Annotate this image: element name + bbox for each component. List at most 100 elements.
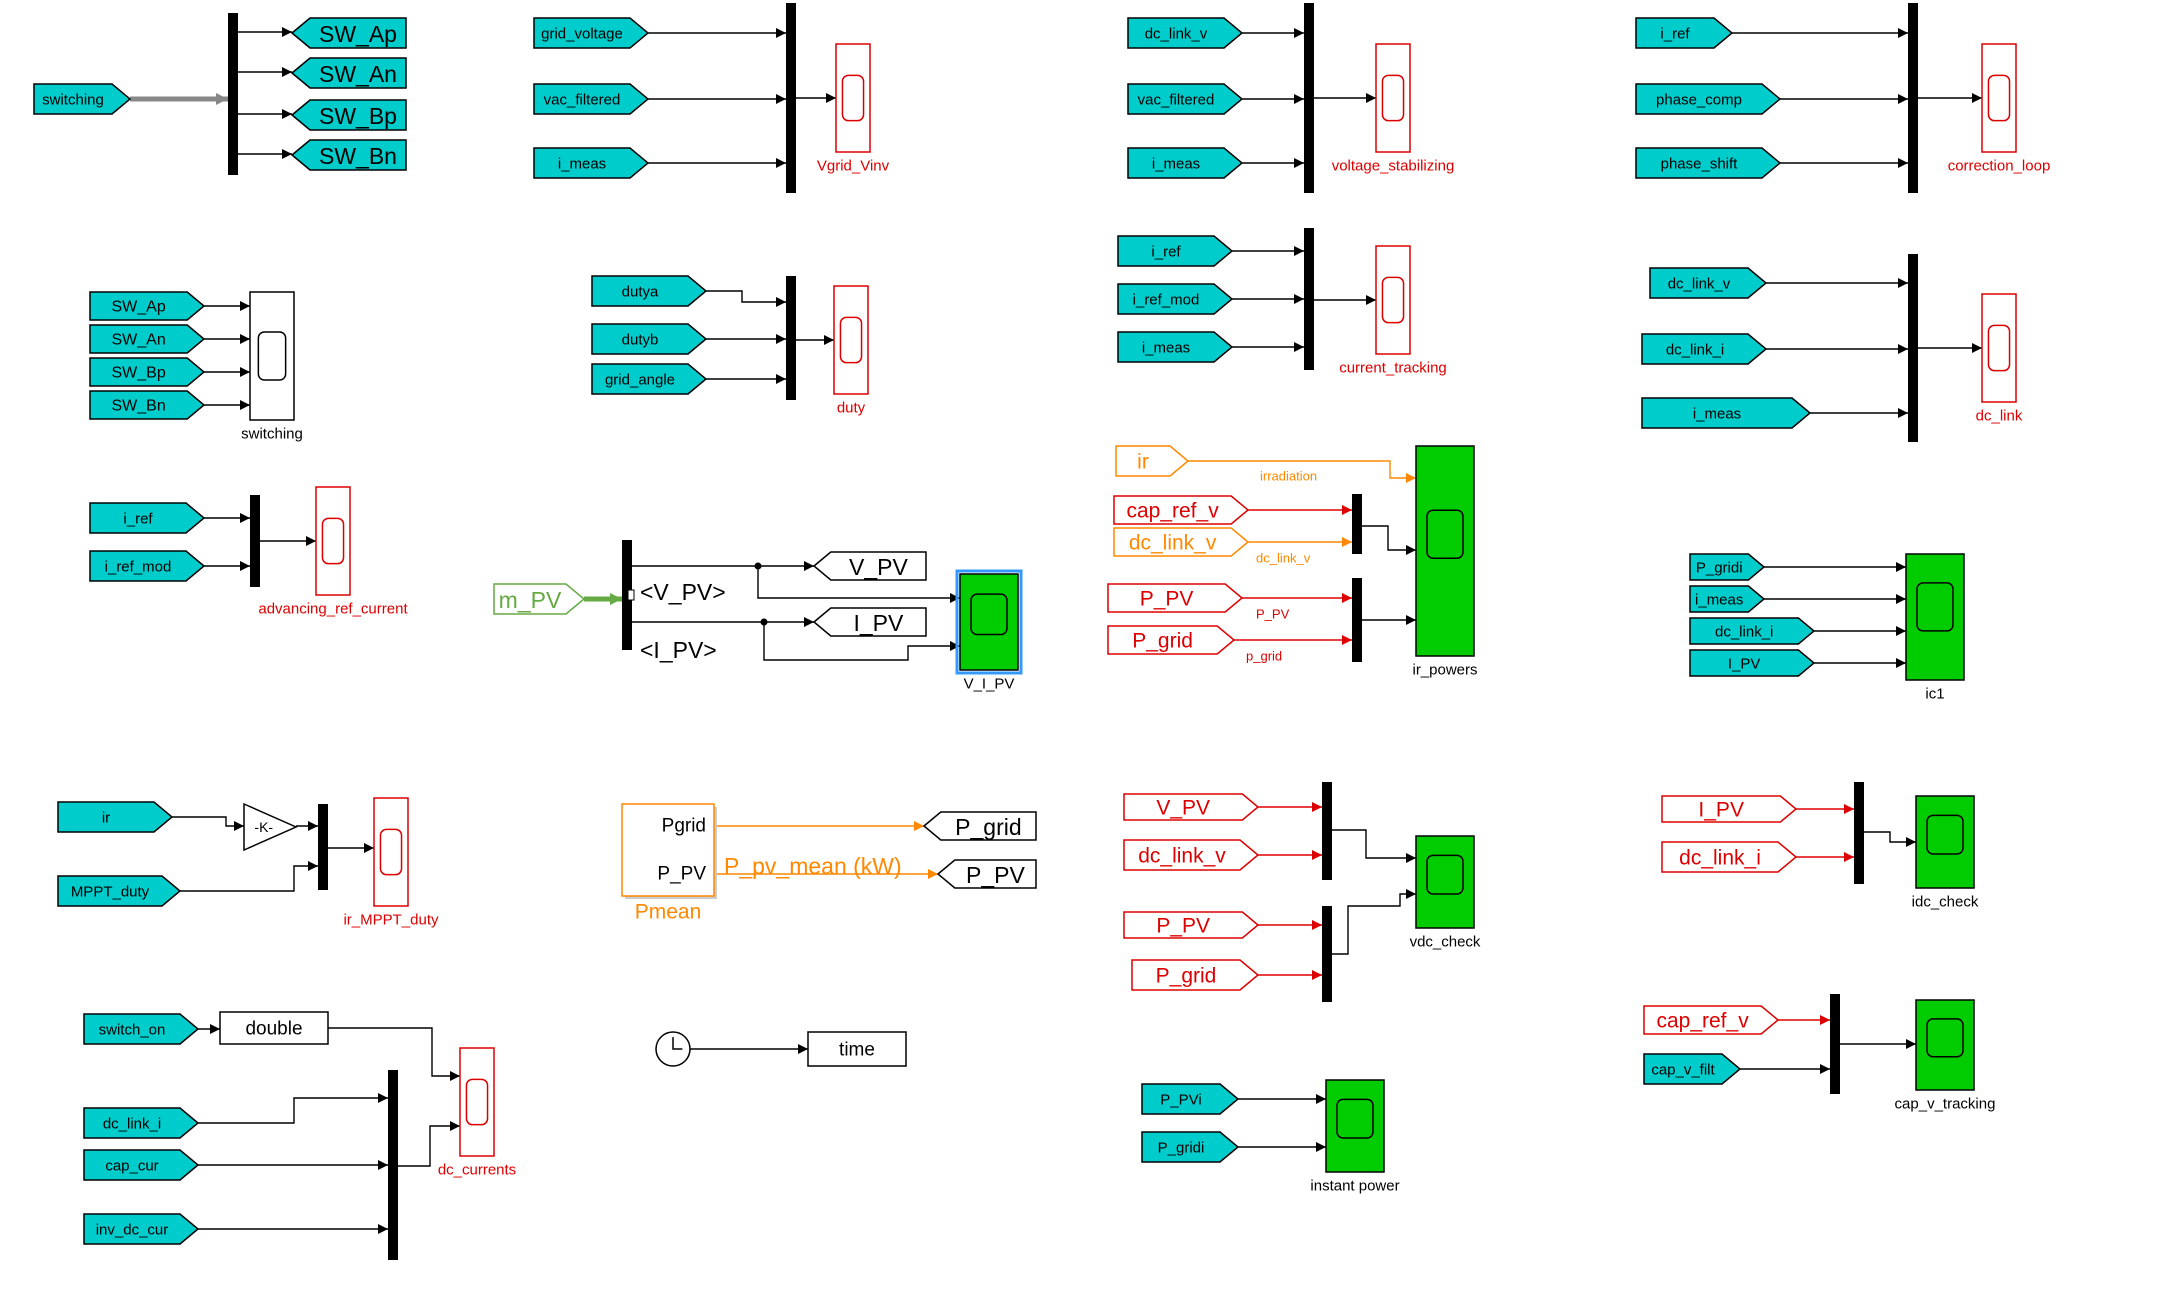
block-f-pgridi1[interactable]: P_gridi — [1689, 553, 1766, 581]
block-f-grid-voltage[interactable]: grid_voltage — [533, 17, 650, 49]
block-bus5[interactable] — [786, 276, 796, 400]
block-bus1[interactable] — [228, 13, 238, 175]
block-f-dutya[interactable]: dutya — [591, 275, 708, 307]
block-sw-an[interactable]: SW_An — [290, 57, 407, 89]
block-f-dclv-r[interactable]: dc_link_v — [1123, 839, 1260, 871]
block-sc-duty[interactable]: duty — [833, 285, 869, 417]
block-f-capvfilt[interactable]: cap_v_filt — [1643, 1053, 1742, 1085]
block-sc-ic1[interactable]: ic1 — [1905, 553, 1965, 703]
block-f-swan[interactable]: SW_An — [89, 324, 206, 354]
block-f-pcomp[interactable]: phase_comp — [1635, 83, 1782, 115]
block-sw-ap[interactable]: SW_Ap — [290, 17, 407, 49]
block-bus3[interactable] — [1304, 3, 1314, 193]
block-f-iref1[interactable]: i_ref — [1635, 17, 1734, 49]
block-bus10[interactable] — [1352, 578, 1362, 662]
block-sw-from[interactable]: switching — [33, 83, 132, 115]
block-sc-dccur[interactable]: dc_currents — [438, 1047, 516, 1179]
block-lbl-pgrid[interactable]: p_grid — [1246, 649, 1282, 664]
signal-line[interactable] — [198, 1093, 388, 1124]
block-f-vpv-r[interactable]: V_PV — [1123, 793, 1260, 821]
signal-line[interactable] — [398, 1121, 460, 1167]
signal-line[interactable] — [1864, 831, 1916, 847]
signal-line[interactable] — [757, 566, 960, 603]
block-f-vac2[interactable]: vac_filtered — [1127, 83, 1244, 115]
signal-line[interactable] — [1332, 889, 1416, 955]
signal-line[interactable] — [706, 290, 786, 307]
block-f-dcli-r[interactable]: dc_link_i — [1661, 841, 1798, 873]
block-busmpv[interactable] — [622, 540, 635, 650]
block-g-pgrid[interactable]: P_grid — [922, 811, 1037, 841]
signal-line[interactable] — [172, 816, 244, 831]
block-sw-bn[interactable]: SW_Bn — [290, 139, 407, 171]
block-sc-vipv[interactable]: V_I_PV — [955, 569, 1023, 693]
block-bus15[interactable] — [1854, 782, 1864, 884]
block-bus13[interactable] — [1322, 782, 1332, 880]
block-sc-irmppt[interactable]: ir_MPPT_duty — [343, 797, 439, 929]
block-f-iref2[interactable]: i_ref — [1117, 235, 1234, 267]
block-f-capcur[interactable]: cap_cur — [83, 1149, 200, 1181]
block-f-dclv2[interactable]: dc_link_v — [1649, 267, 1768, 299]
block-bus11[interactable] — [318, 804, 328, 890]
block-f-dclv-or[interactable]: dc_link_v — [1113, 527, 1250, 557]
signal-line[interactable] — [763, 622, 960, 661]
block-sc-adv[interactable]: advancing_ref_current — [258, 486, 408, 618]
block-f-imeas3[interactable]: i_meas — [1117, 331, 1234, 363]
block-f-dcli1[interactable]: dc_link_i — [1641, 333, 1768, 365]
block-f-pgrid-r1[interactable]: P_grid — [1107, 625, 1236, 655]
block-f-ir[interactable]: ir — [1115, 445, 1190, 477]
block-g-ipv[interactable]: I_PV — [812, 607, 927, 637]
block-gain[interactable]: -K- — [243, 802, 298, 852]
block-sc-corr[interactable]: correction_loop — [1948, 43, 2051, 175]
block-lbl-ipv[interactable]: <I_PV> — [640, 637, 717, 663]
block-f-pgridi2[interactable]: P_gridi — [1141, 1131, 1240, 1163]
block-lbl-dclinkv[interactable]: dc_link_v — [1256, 551, 1311, 566]
block-f-irefmod2[interactable]: i_ref_mod — [89, 550, 206, 582]
block-f-dcli3[interactable]: dc_link_i — [83, 1107, 200, 1139]
block-lbl-irradiation[interactable]: irradiation — [1260, 469, 1317, 484]
block-f-dcli2[interactable]: dc_link_i — [1689, 617, 1816, 645]
block-sc-dclink[interactable]: dc_link — [1976, 293, 2023, 425]
signal-line[interactable] — [1362, 525, 1416, 555]
block-f-mpv[interactable]: m_PV — [493, 583, 586, 615]
block-sc-vgrid[interactable]: Vgrid_Vinv — [817, 43, 890, 175]
block-f-irefmod1[interactable]: i_ref_mod — [1117, 283, 1234, 315]
signal-line[interactable] — [1188, 460, 1416, 483]
block-f-capref[interactable]: cap_ref_v — [1113, 495, 1250, 525]
block-f-mppt[interactable]: MPPT_duty — [57, 875, 182, 907]
block-f-swbn[interactable]: SW_Bn — [89, 390, 206, 420]
block-bus6[interactable] — [1304, 228, 1314, 370]
block-f-switchon[interactable]: switch_on — [83, 1013, 200, 1045]
signal-line[interactable] — [180, 861, 318, 892]
block-sc-capv[interactable]: cap_v_tracking — [1895, 999, 1996, 1113]
block-bus2[interactable] — [786, 3, 796, 193]
block-sc-irpow[interactable]: ir_powers — [1412, 445, 1478, 679]
block-g-ppv[interactable]: P_PV — [936, 859, 1037, 889]
block-f-invdc[interactable]: inv_dc_cur — [83, 1213, 200, 1245]
block-f-ppv-r1[interactable]: P_PV — [1107, 583, 1244, 613]
block-time[interactable]: time — [807, 1031, 907, 1067]
block-f-ipv-r[interactable]: I_PV — [1661, 795, 1798, 823]
block-sc-idc[interactable]: idc_check — [1912, 795, 1979, 911]
block-bus7[interactable] — [1908, 254, 1918, 442]
block-lbl-ppvmean[interactable]: P_pv_mean (kW) — [724, 853, 902, 879]
block-clock[interactable] — [655, 1031, 691, 1067]
block-f-ppvi[interactable]: P_PVi — [1141, 1083, 1240, 1115]
block-bus8[interactable] — [250, 495, 260, 587]
block-f-imeas1[interactable]: i_meas — [533, 147, 650, 179]
block-g-vpv[interactable]: V_PV — [812, 551, 927, 581]
block-bus14[interactable] — [1322, 906, 1332, 1002]
block-f-pshift[interactable]: phase_shift — [1635, 147, 1782, 179]
block-sc-ctrack[interactable]: current_tracking — [1339, 245, 1447, 377]
block-f-imeas5[interactable]: i_meas — [1689, 585, 1766, 613]
block-f-swap[interactable]: SW_Ap — [89, 291, 206, 321]
block-bus16[interactable] — [1830, 994, 1840, 1094]
block-bus4[interactable] — [1908, 3, 1918, 193]
block-f-ppv-r2[interactable]: P_PV — [1123, 911, 1260, 939]
block-f-swbp[interactable]: SW_Bp — [89, 357, 206, 387]
block-f-ipv1[interactable]: I_PV — [1689, 649, 1816, 677]
block-f-dutyb[interactable]: dutyb — [591, 323, 708, 355]
block-bus12[interactable] — [388, 1070, 398, 1260]
block-sw-bp[interactable]: SW_Bp — [290, 99, 407, 131]
